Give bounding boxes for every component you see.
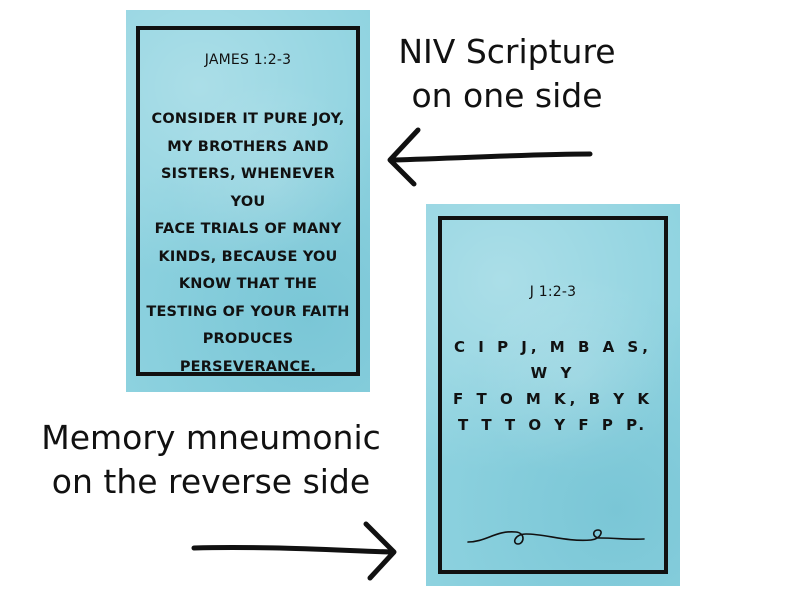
arrow-right-icon xyxy=(191,521,397,581)
card-border xyxy=(136,26,360,376)
card-border xyxy=(438,216,668,574)
verse-line: FACE TRIALS OF MANY xyxy=(154,221,342,237)
verse-line: KNOW THAT THE xyxy=(178,276,318,292)
scripture-card-back: J 1:2-3 C I P J, M B A S, W Y F T O M K,… xyxy=(426,204,680,586)
arrow-left-icon xyxy=(387,127,593,187)
verse-line: PRODUCES xyxy=(202,331,294,347)
flourish-divider-icon xyxy=(467,529,645,545)
mnemonic-line: F T O M K, B Y K xyxy=(453,390,653,408)
verse-reference: JAMES 1:2-3 xyxy=(204,52,292,68)
verse-text: CONSIDER IT PURE JOY, MY BROTHERS AND SI… xyxy=(144,106,352,381)
verse-line: KINDS, BECAUSE YOU xyxy=(158,248,338,265)
caption-line: on the reverse side xyxy=(51,462,371,501)
mnemonic-reference: J 1:2-3 xyxy=(529,284,577,300)
caption-line: on one side xyxy=(411,76,603,115)
caption-line: Memory mneumonic xyxy=(41,418,381,457)
verse-line: TESTING OF YOUR FAITH xyxy=(146,303,350,320)
mnemonic-line: C I P J, M B A S, W Y xyxy=(454,338,652,382)
scripture-card-front: JAMES 1:2-3 CONSIDER IT PURE JOY, MY BRO… xyxy=(126,10,370,392)
mnemonic-text: C I P J, M B A S, W Y F T O M K, B Y K T… xyxy=(444,334,662,438)
caption-line: NIV Scripture xyxy=(398,32,616,71)
verse-line: MY BROTHERS AND xyxy=(167,138,329,155)
verse-line: SISTERS, WHENEVER YOU xyxy=(160,166,335,210)
verse-line: PERSEVERANCE. xyxy=(179,358,317,375)
mnemonic-line: T T T O Y F P P. xyxy=(457,416,649,434)
caption-memory-mnemonic: Memory mneumonic on the reverse side xyxy=(26,416,396,504)
verse-line: CONSIDER IT PURE JOY, xyxy=(151,111,345,127)
caption-niv-scripture: NIV Scripture on one side xyxy=(382,30,632,118)
